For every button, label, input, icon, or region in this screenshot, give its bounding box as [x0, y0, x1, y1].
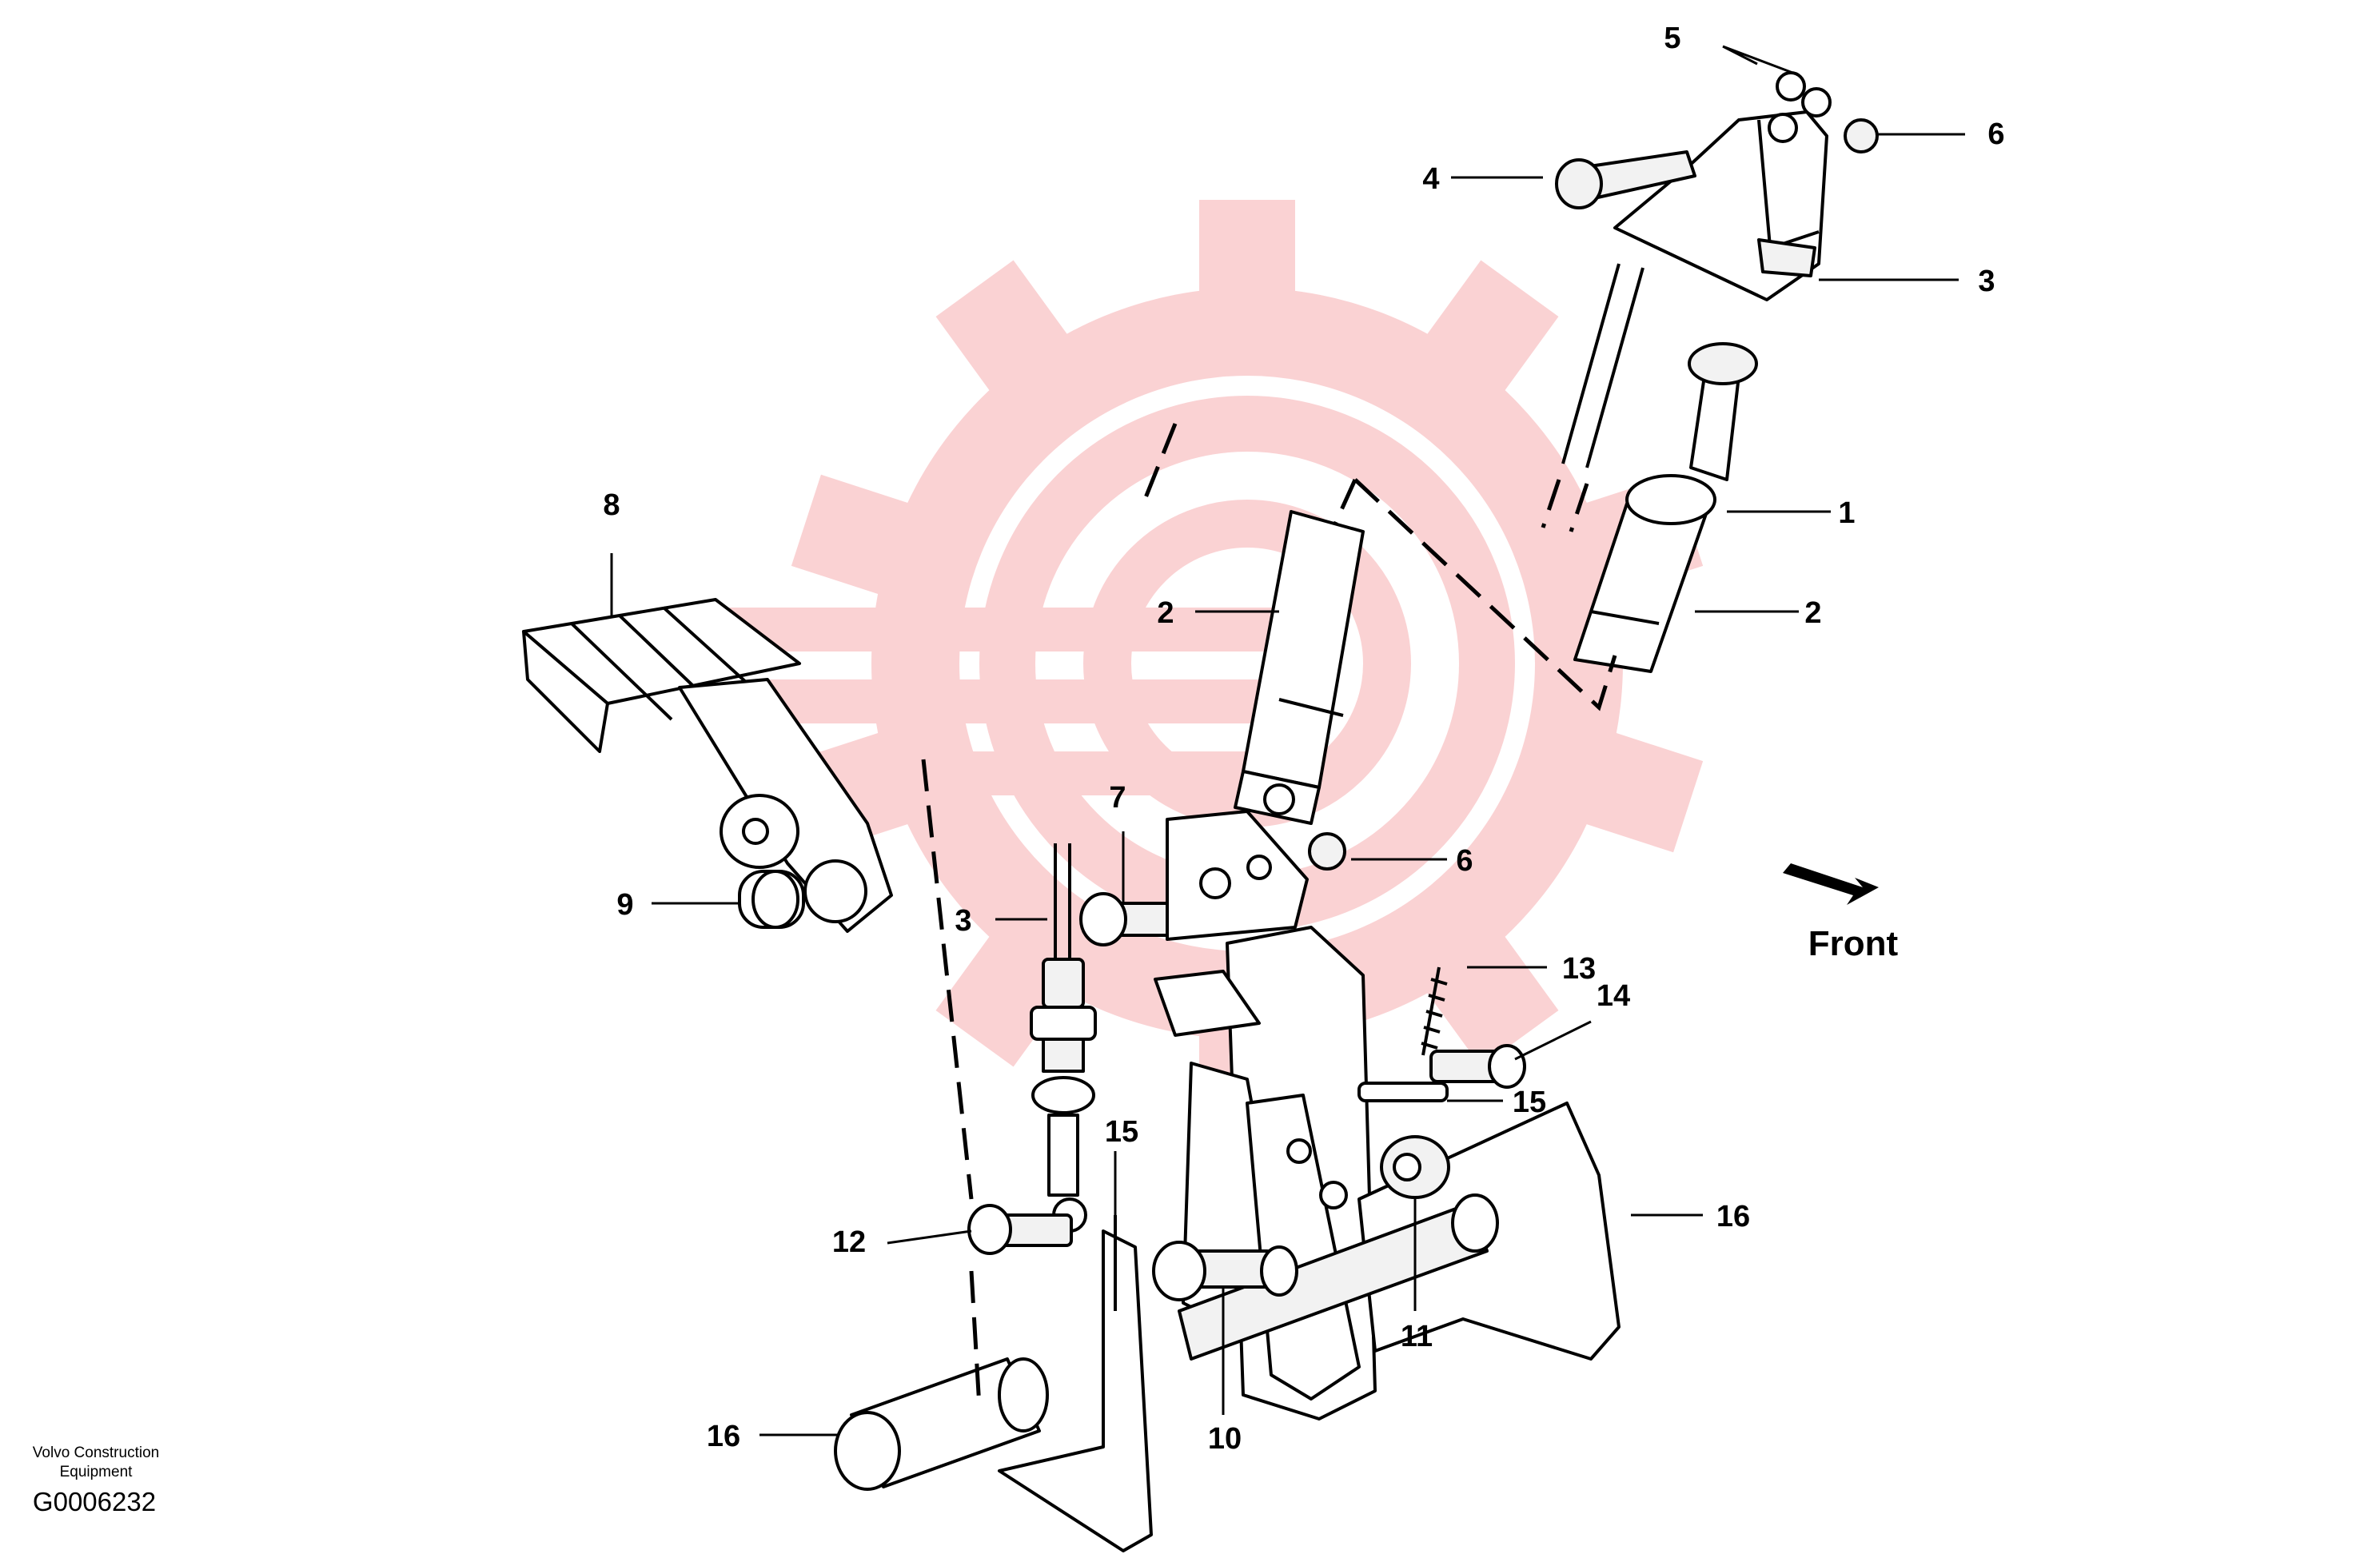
pedal-bracket [1166, 810, 1346, 941]
callout-7: 7 [1109, 781, 1126, 815]
upper-rod [1541, 263, 1644, 532]
callout-15: 15 [1105, 1115, 1138, 1149]
callout-3: 3 [1978, 265, 1995, 298]
front-label: Front [1808, 924, 1899, 963]
callout-8: 8 [603, 488, 620, 522]
callout-12: 12 [832, 1225, 866, 1259]
bolt-10 [1152, 1241, 1298, 1301]
callout-16: 16 [1716, 1200, 1750, 1233]
bushing [738, 870, 805, 929]
callout-1: 1 [1838, 496, 1855, 530]
callout-labels: 5 6 4 3 1 2 2 8 7 6 9 3 13 14 15 15 16 1… [603, 22, 2004, 1456]
pin-15 [1357, 1082, 1449, 1102]
mounting-plate-left [998, 1229, 1153, 1552]
bolt-14 [1429, 1044, 1526, 1089]
bolt-12 [967, 1204, 1073, 1255]
throttle-cable [1030, 843, 1097, 1233]
callout-14: 14 [1597, 979, 1630, 1013]
callout-13: 13 [1562, 952, 1596, 986]
front-arrow-icon [1783, 863, 1879, 905]
callout-4: 4 [1422, 162, 1439, 196]
figure-id: G0006232 [33, 1487, 156, 1516]
credit-line-1: Volvo Construction [33, 1444, 159, 1461]
callout-3: 3 [955, 904, 971, 938]
pedal [522, 598, 893, 933]
upper-bracket [1555, 71, 1879, 301]
gas-spring-left [1234, 510, 1365, 825]
pivot-shaft [1178, 1193, 1499, 1361]
callout-6: 6 [1456, 844, 1473, 878]
callout-5: 5 [1664, 22, 1680, 55]
callout-2: 2 [1157, 596, 1174, 630]
callout-9: 9 [616, 888, 633, 922]
callout-10: 10 [1208, 1422, 1242, 1456]
nut-11 [1380, 1135, 1450, 1199]
callout-6: 6 [1987, 118, 2004, 151]
callout-2: 2 [1804, 596, 1821, 630]
roller-16 [834, 1357, 1049, 1491]
gas-spring-right [1573, 342, 1758, 673]
callout-16: 16 [707, 1420, 740, 1453]
callout-15: 15 [1513, 1086, 1546, 1119]
callout-11: 11 [1401, 1320, 1433, 1353]
credit-line-2: Equipment [60, 1464, 134, 1480]
leader-lines [610, 45, 1965, 1436]
spring-13 [1421, 966, 1448, 1056]
